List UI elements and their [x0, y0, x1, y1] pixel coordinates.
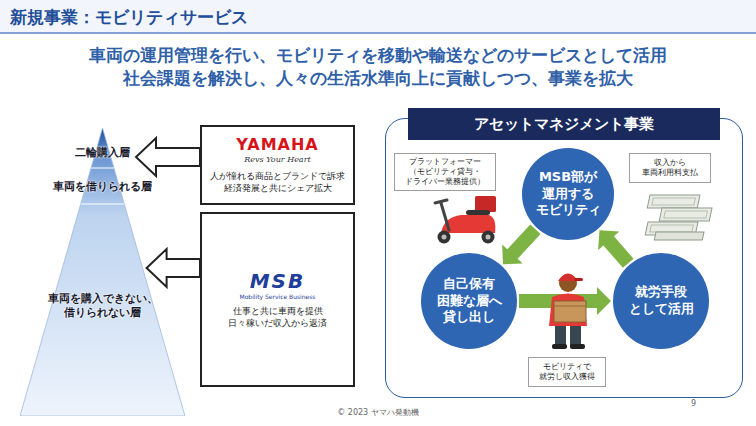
note-text: モビリティで 就労し収入獲得: [531, 362, 603, 382]
brand-logo: MSB: [250, 270, 306, 292]
brand-tagline: Revs Your Heart: [244, 156, 310, 165]
note-box: 収入から 車両利用料支払: [629, 153, 711, 183]
tier-divider: [91, 168, 114, 169]
delivery-person-icon: [549, 274, 587, 350]
box-body: 人が憧れる商品とブランドで訴求 経済発展と共にシェア拡大: [206, 170, 349, 194]
brand-logo: YAMAHA: [236, 136, 319, 154]
tier-label: 二輪購入層: [75, 146, 130, 160]
circle-text: 就労手段 として活用: [621, 284, 701, 318]
cycle-circle: MSB部が 運用する モビリティ: [522, 148, 614, 240]
slide-title: 新規事業：モビリティサービス: [10, 6, 248, 29]
scooter-icon: [435, 196, 496, 244]
pyramid-shape: [20, 128, 185, 416]
cycle-circle: 就労手段 として活用: [613, 253, 709, 349]
box-body: 仕事と共に車両を提供 日々稼いだ収入から返済: [206, 305, 349, 329]
tier-label: 車両を購入できない、 借りられない層: [45, 292, 160, 320]
title-rule: [0, 32, 756, 34]
brand-tagline: Mobility Service Business: [239, 294, 315, 301]
block-arrow: [136, 138, 200, 176]
pyramid: 二輪購入層車両を借りられる層車両を購入できない、 借りられない層: [20, 128, 185, 416]
note-text: 収入から 車両利用料支払: [632, 158, 708, 178]
tier-divider: [81, 204, 125, 205]
cycle-circle: 自己保有 困難な層へ 貸し出し: [421, 253, 517, 349]
circle-text: 自己保有 困難な層へ 貸し出し: [429, 276, 509, 327]
tier-label: 車両を借りられる層: [53, 180, 152, 194]
money-icon: [645, 195, 712, 240]
circle-text: MSB部が 運用する モビリティ: [528, 169, 608, 220]
panel-header: アセットマネジメント事業: [408, 108, 720, 140]
subtitle-line: 車両の運用管理を行い、モビリティを移動や輸送などのサービスとして活用: [0, 44, 756, 67]
brand-box: YAMAHA Revs Your Heart 人が憧れる商品とブランドで訴求 経済発…: [200, 125, 355, 205]
page-number: 9: [691, 399, 696, 408]
cycle-arrow: [502, 224, 540, 264]
brand-box: MSB Mobility Service Business 仕事と共に車両を提供 日…: [200, 212, 355, 387]
block-arrow: [147, 249, 200, 287]
note-box: モビリティで 就労し収入獲得: [528, 357, 606, 387]
subtitle-line: 社会課題を解決し、人々の生活水準向上に貢献しつつ、事業を拡大: [0, 67, 756, 90]
note-box: プラットフォーマー （モビリティ貸与・ ドライバー業務提供）: [394, 153, 496, 191]
title-band-fill: [0, 0, 756, 33]
cycle-arrow: [598, 230, 633, 268]
business-panel: アセットマネジメント事業プラットフォーマー （モビリティ貸与・ ドライバー業務提…: [385, 118, 743, 398]
note-text: プラットフォーマー （モビリティ貸与・ ドライバー業務提供）: [397, 157, 493, 187]
pyramid-outline: [20, 128, 185, 416]
